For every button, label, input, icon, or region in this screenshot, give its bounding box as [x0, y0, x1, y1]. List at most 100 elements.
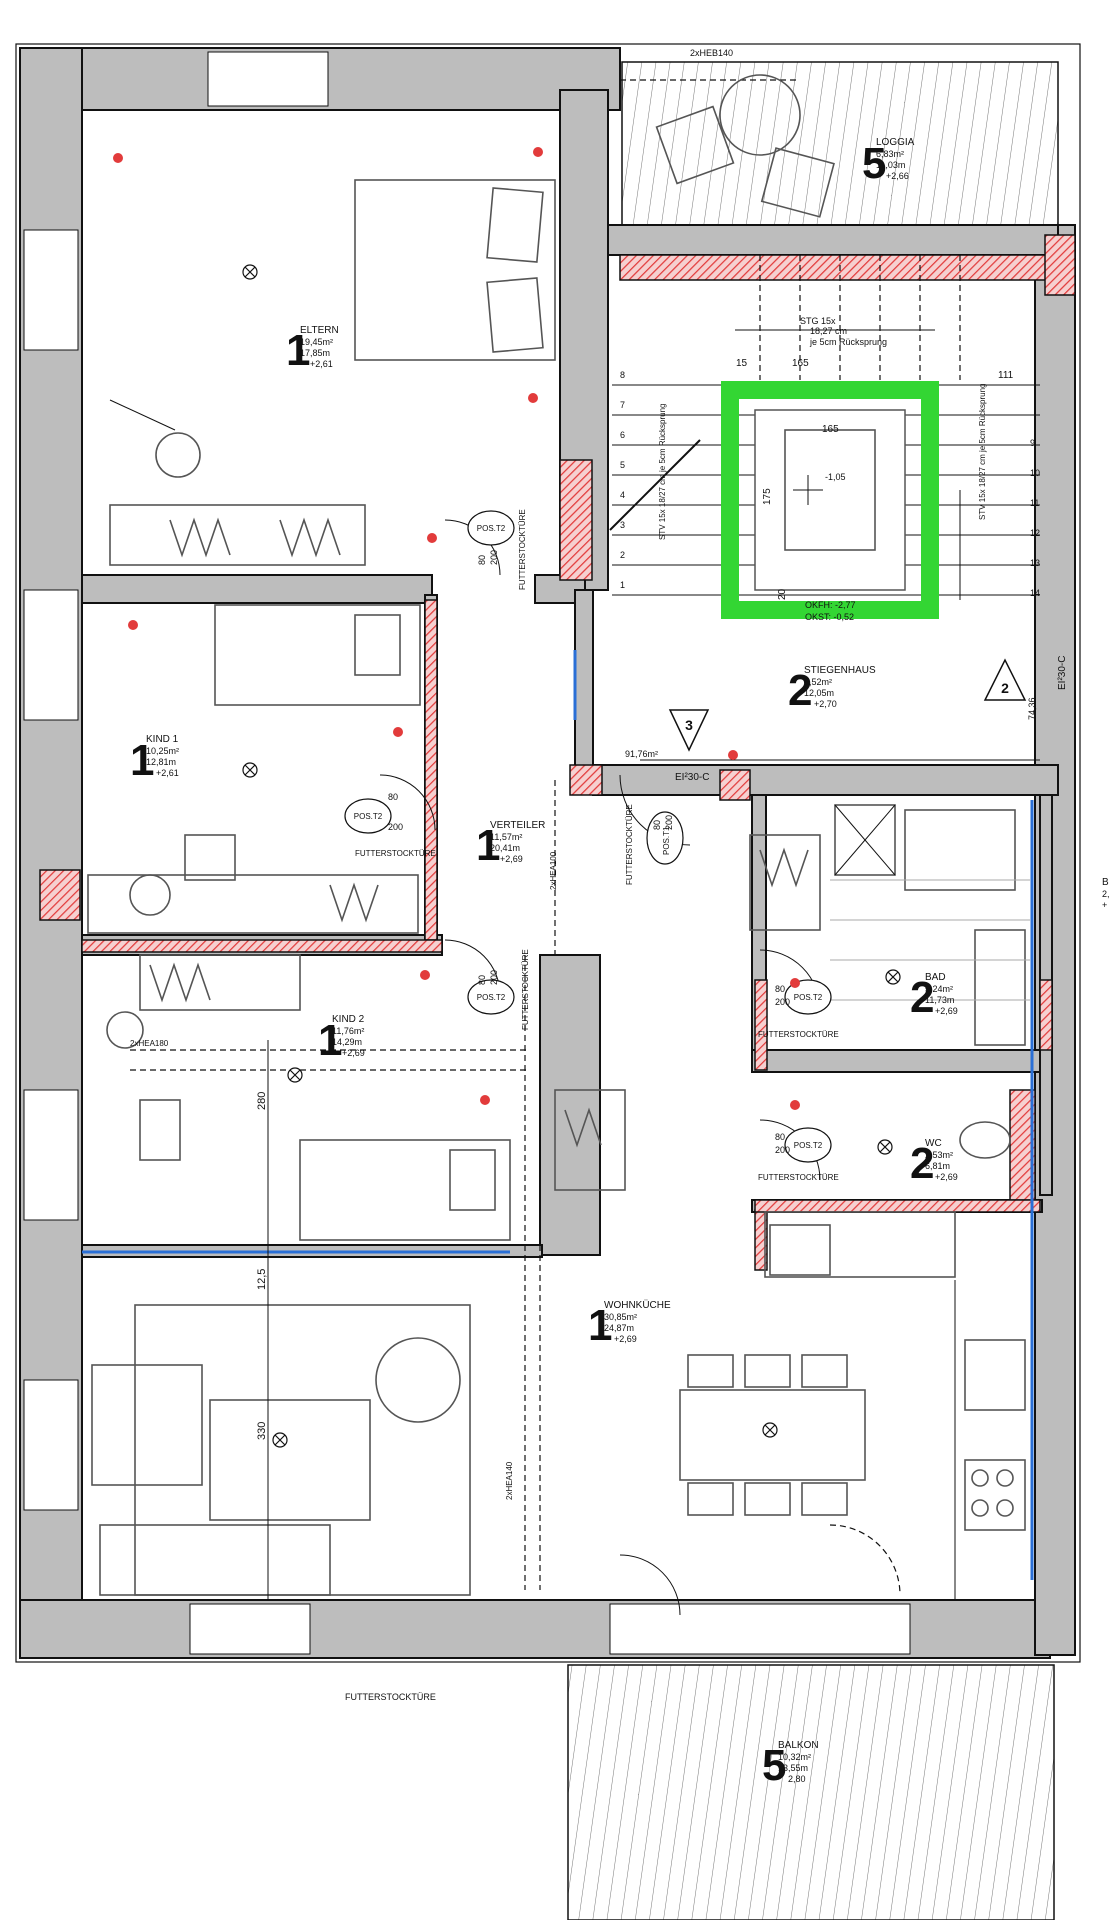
dimension-lines	[130, 780, 556, 1600]
triangle-marker-3: 3	[668, 709, 710, 752]
svg-text:BAD: BAD	[925, 972, 946, 983]
svg-text:2,80: 2,80	[788, 1774, 806, 1784]
svg-text:2xHEA140: 2xHEA140	[505, 1461, 514, 1500]
room-label-kind1: 1 KIND 1 10,25m² 12,81m +2,61	[130, 734, 179, 785]
svg-text:175: 175	[762, 488, 773, 505]
svg-text:4: 4	[620, 490, 625, 500]
svg-text:200: 200	[489, 970, 499, 985]
svg-text:280: 280	[256, 1092, 268, 1110]
svg-text:165: 165	[822, 424, 839, 435]
svg-text:POS.T2: POS.T2	[354, 812, 383, 821]
svg-text:-1,05: -1,05	[825, 472, 846, 482]
svg-text:80: 80	[775, 1132, 785, 1142]
hatched-walls	[39, 234, 1076, 1271]
svg-text:2xHEB140: 2xHEB140	[690, 48, 733, 58]
svg-text:18,27 cm: 18,27 cm	[810, 326, 847, 336]
svg-text:KIND 2: KIND 2	[332, 1014, 365, 1025]
insulation-lines	[82, 650, 1034, 1580]
room-label-bad: 2 BAD 5,24m² 11,73m +2,69	[910, 972, 958, 1022]
svg-text:POS.T2: POS.T2	[794, 993, 823, 1002]
svg-text:11: 11	[1030, 498, 1039, 508]
svg-text:6,81m: 6,81m	[925, 1161, 950, 1171]
svg-text:74,36: 74,36	[1027, 697, 1037, 720]
svg-text:6,52m²: 6,52m²	[804, 677, 832, 687]
svg-text:330: 330	[256, 1422, 268, 1440]
door-tag-kind1: POS.T2 80 200 FUTTERSTOCKTÜRE	[344, 792, 436, 858]
svg-text:1: 1	[286, 326, 310, 375]
lift-shaft	[721, 381, 939, 619]
room-label-verteiler: 1 VERTEILER 11,57m² 20,41m +2,69	[476, 820, 545, 870]
svg-text:165: 165	[792, 358, 809, 369]
svg-text:80: 80	[652, 820, 662, 830]
svg-text:KIND 1: KIND 1	[146, 734, 179, 745]
svg-text:2xHEA180: 2xHEA180	[130, 1039, 169, 1048]
stair-labels: STG 15x 18,27 cm je 5cm Rücksprung STV 1…	[625, 316, 1068, 783]
svg-text:FUTTERSTOCKTÜRE: FUTTERSTOCKTÜRE	[625, 804, 634, 885]
svg-text:91,76m²: 91,76m²	[625, 749, 658, 759]
svg-text:2: 2	[620, 550, 625, 560]
balkon-deck	[567, 1664, 1055, 1920]
svg-text:POS.T1: POS.T1	[662, 826, 671, 855]
svg-text:1: 1	[620, 580, 625, 590]
stair-step-numbers: 8 7 6 5 4 3 2 1 9 10 11 12 13 14	[620, 370, 1040, 598]
svg-text:11,03m: 11,03m	[876, 160, 905, 170]
svg-text:EI²30-C: EI²30-C	[675, 772, 709, 783]
svg-text:200: 200	[775, 1145, 790, 1155]
furniture	[87, 179, 1030, 1600]
svg-text:OKFH: -2,77: OKFH: -2,77	[805, 600, 856, 610]
svg-text:13,55m: 13,55m	[778, 1763, 808, 1773]
svg-text:+2,69: +2,69	[614, 1334, 637, 1344]
svg-text:12,05m: 12,05m	[804, 688, 834, 698]
door-tag-wc: POS.T2 80 200 FUTTERSTOCKTÜRE	[758, 1127, 839, 1182]
svg-text:80: 80	[775, 984, 785, 994]
svg-text:+2,69: +2,69	[935, 1172, 958, 1182]
svg-text:8: 8	[620, 370, 625, 380]
svg-text:VERTEILER: VERTEILER	[490, 820, 545, 831]
svg-text:20: 20	[777, 588, 788, 600]
svg-text:5: 5	[620, 460, 625, 470]
svg-text:10,32m²: 10,32m²	[778, 1752, 811, 1762]
svg-text:FUTTERSTOCKTÜRE: FUTTERSTOCKTÜRE	[521, 949, 530, 1030]
svg-text:1: 1	[318, 1016, 342, 1065]
door-tag-stair: POS.T1 80 200 FUTTERSTOCKTÜRE	[625, 804, 684, 885]
room-label-partial-right: B 2, +	[1102, 877, 1110, 910]
svg-text:POS.T2: POS.T2	[794, 1141, 823, 1150]
light-icons	[242, 264, 901, 1448]
svg-text:+2,61: +2,61	[156, 768, 179, 778]
svg-text:+2,61: +2,61	[310, 359, 333, 369]
svg-text:ELTERN: ELTERN	[300, 325, 339, 336]
svg-text:2: 2	[1001, 680, 1009, 696]
svg-text:30,85m²: 30,85m²	[604, 1312, 637, 1322]
svg-text:LOGGIA: LOGGIA	[876, 137, 915, 148]
svg-text:STV 15x 18/27 cm je 5cm Rücksp: STV 15x 18/27 cm je 5cm Rücksprung	[978, 383, 987, 520]
svg-text:STG 15x: STG 15x	[800, 316, 836, 326]
svg-text:3: 3	[620, 520, 625, 530]
svg-text:24,87m: 24,87m	[604, 1323, 634, 1333]
door-tag-eltern: POS.T2 80 200 FUTTERSTOCKTÜRE	[467, 509, 527, 590]
svg-text:+2,66: +2,66	[886, 171, 909, 181]
room-label-eltern: 1 ELTERN 19,45m² 17,85m +2,61	[286, 325, 339, 375]
svg-text:je 5cm Rücksprung: je 5cm Rücksprung	[809, 337, 887, 347]
svg-text:OKST: -0,52: OKST: -0,52	[805, 612, 854, 622]
svg-text:+2,69: +2,69	[500, 854, 523, 864]
room-label-balkon: 5 BALKON 10,32m² 13,55m 2,80	[762, 1740, 819, 1790]
svg-text:19,45m²: 19,45m²	[300, 337, 333, 347]
svg-text:200: 200	[775, 997, 790, 1007]
svg-text:WC: WC	[925, 1138, 942, 1149]
svg-text:FUTTERSTOCKTÜRE: FUTTERSTOCKTÜRE	[355, 849, 436, 858]
svg-text:200: 200	[664, 815, 674, 830]
svg-text:+2,70: +2,70	[814, 699, 837, 709]
svg-text:14: 14	[1030, 588, 1040, 598]
svg-text:11,57m²: 11,57m²	[490, 832, 522, 842]
svg-text:80: 80	[388, 792, 398, 802]
svg-text:6,83m²: 6,83m²	[876, 149, 904, 159]
room-label-stiegenhaus: 2 STIEGENHAUS 6,52m² 12,05m +2,70	[788, 665, 876, 715]
svg-text:200: 200	[388, 822, 403, 832]
svg-text:17,85m: 17,85m	[300, 348, 330, 358]
svg-text:111: 111	[998, 370, 1014, 381]
svg-text:EI²30-C: EI²30-C	[1057, 656, 1068, 690]
svg-text:9: 9	[1030, 438, 1035, 448]
beam-labels: 2xHEB140 2xHEA180 2xHEA100 2xHEA140	[130, 48, 733, 1500]
room-label-loggia: 5 LOGGIA 6,83m² 11,03m +2,66	[862, 137, 915, 188]
